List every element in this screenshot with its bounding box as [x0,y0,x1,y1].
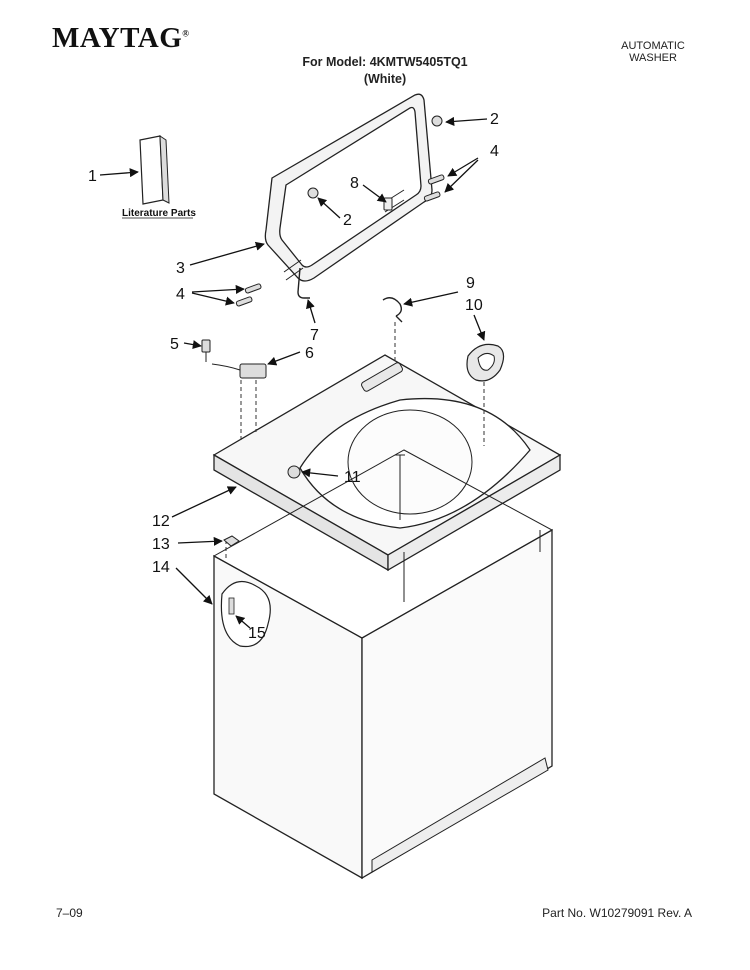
category-line-2: WASHER [629,52,677,64]
model-number: For Model: 4KMTW5405TQ1 [302,55,468,69]
lid-switch [201,339,267,379]
callout-9: 9 [466,275,475,292]
lid-screws-right [423,174,445,202]
callout-6: 6 [305,345,314,362]
lid-latch [383,197,393,211]
callout-12: 12 [152,513,170,530]
brand-logo: MAYTAG® [52,22,190,55]
callout-4-right: 4 [490,143,499,160]
registered-mark: ® [182,28,190,39]
lid-screws-left [235,283,262,307]
model-color: (White) [363,72,407,86]
callout-leaders [99,116,488,629]
callout-8: 8 [350,175,359,192]
category-line-1: AUTOMATIC [621,40,685,52]
cabinet-clip [223,535,240,547]
wire-clip [382,297,403,323]
water-inlet [287,465,301,479]
date-code: 7–09 [56,906,83,920]
lid-bumper-top [431,115,443,127]
callout-2-inner: 2 [343,212,352,229]
callout-4-left: 4 [176,286,185,303]
literature-parts-label: Literature Parts [122,208,196,219]
lid-frame [264,93,433,282]
callout-3: 3 [176,260,185,277]
callout-10: 10 [465,297,483,314]
callout-2-top: 2 [490,111,499,128]
callout-14: 14 [152,559,170,576]
callout-11: 11 [344,469,361,486]
model-heading: For Model: 4KMTW5405TQ1 (White) [290,54,480,88]
brand-name: MAYTAG [52,22,183,54]
top-panel [212,354,562,572]
literature-booklet [139,135,170,205]
cutaway-detail [220,580,271,648]
callout-5: 5 [170,336,179,353]
callout-15: 15 [248,625,266,642]
bleach-dispenser [466,343,505,382]
callout-7: 7 [310,327,319,344]
lid-bumper-inner [307,187,319,199]
part-number: Part No. W10279091 Rev. A [542,906,692,920]
product-category: AUTOMATIC WASHER [598,40,708,64]
lid-hinge [297,267,310,299]
callout-13: 13 [152,536,170,553]
callout-1: 1 [88,168,97,185]
